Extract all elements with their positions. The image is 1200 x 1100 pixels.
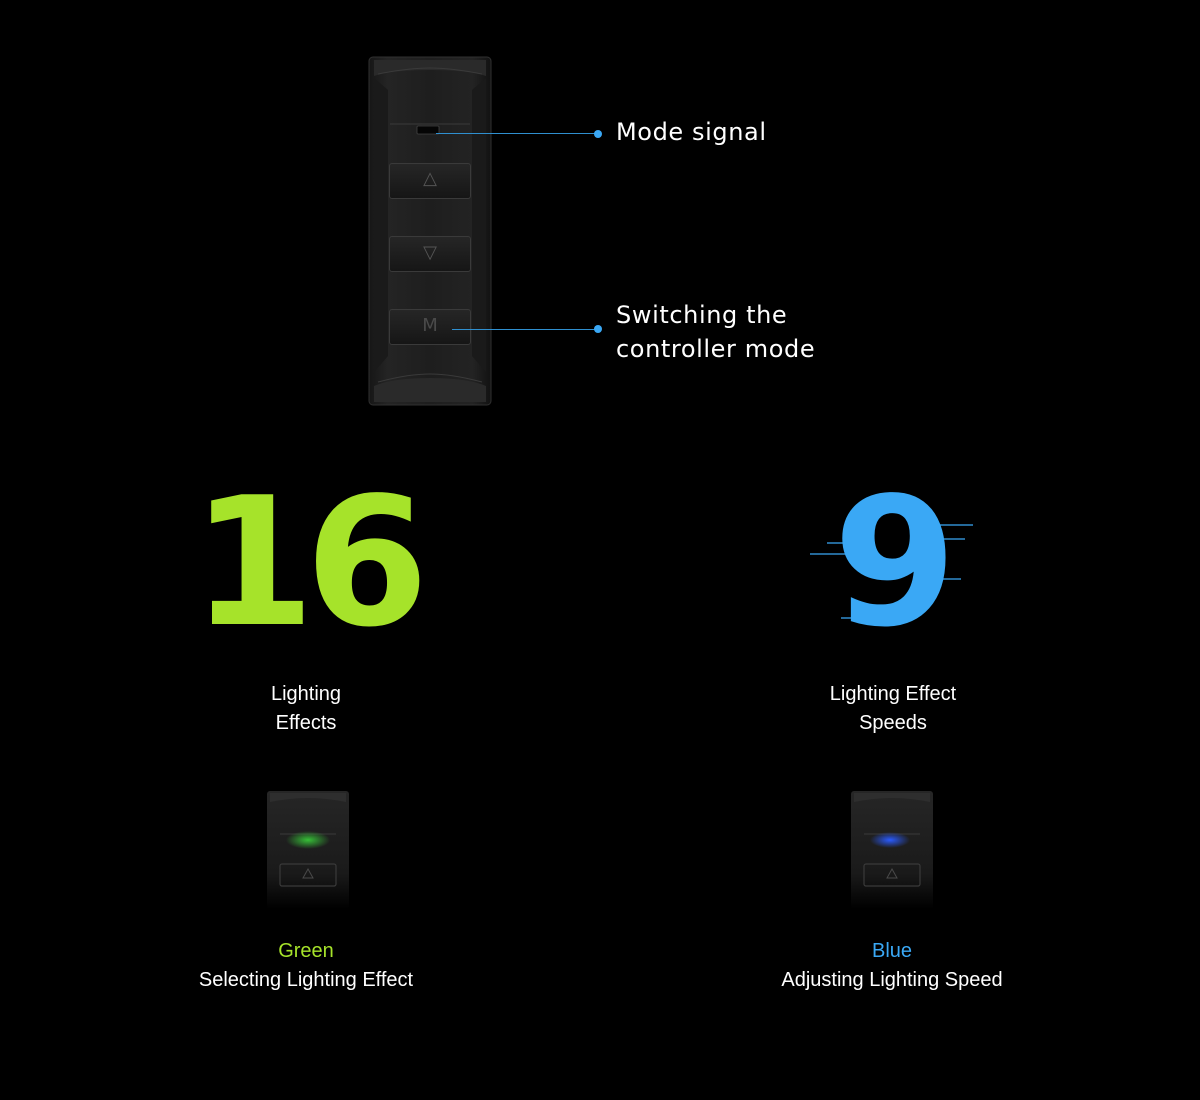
speeds-count: 9	[833, 459, 957, 666]
blue-mode-remote-image	[850, 790, 934, 910]
effects-label: Lighting Effects	[270, 683, 342, 734]
effects-count: 16	[191, 459, 429, 666]
up-triangle-icon: △	[423, 168, 437, 189]
blue-mode-description: Adjusting Lighting Speed	[781, 969, 1003, 991]
mode-signal-label: Mode signal	[616, 118, 767, 146]
green-mode-remote-image	[266, 790, 350, 910]
down-triangle-icon: ▽	[423, 242, 437, 263]
switching-mode-callout-dot	[594, 325, 602, 333]
green-mode-name: Green	[278, 940, 334, 962]
up-button[interactable]: △	[389, 163, 471, 199]
mode-signal-callout-line	[436, 133, 598, 134]
m-letter-icon: M	[422, 315, 438, 336]
green-mode-description: Selecting Lighting Effect	[198, 969, 414, 991]
mode-button[interactable]: M	[389, 309, 471, 345]
speed-lines-icon	[810, 524, 973, 619]
remote-controller-image	[368, 56, 492, 406]
mode-signal-callout-dot	[594, 130, 602, 138]
speeds-label: Lighting Effect Speeds	[829, 683, 957, 734]
blue-mode-name: Blue	[871, 940, 913, 962]
switching-mode-label: Switching the controller mode	[616, 301, 816, 363]
switching-mode-callout-line	[452, 329, 598, 330]
down-button[interactable]: ▽	[389, 236, 471, 272]
